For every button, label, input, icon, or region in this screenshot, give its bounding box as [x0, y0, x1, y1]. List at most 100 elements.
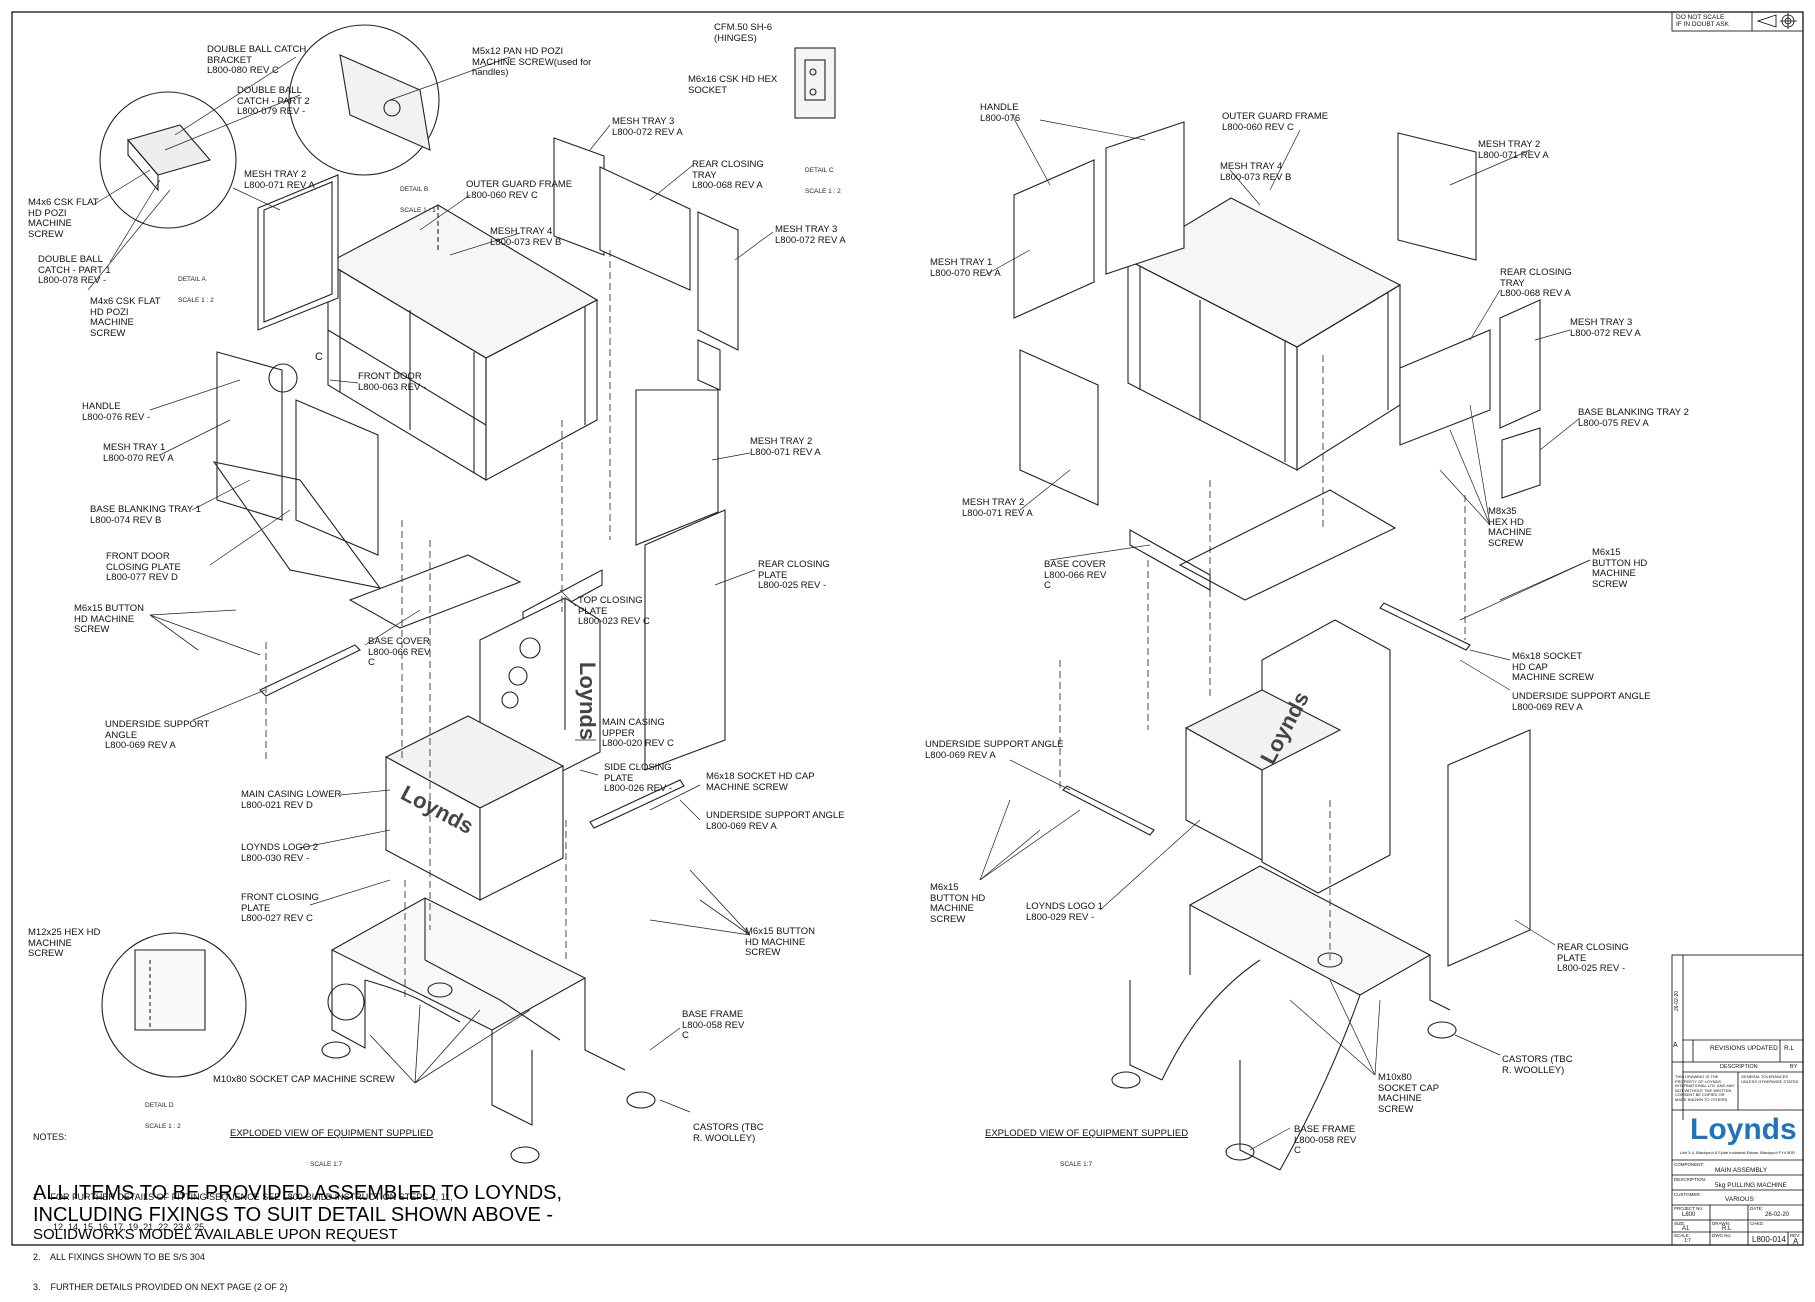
callout-line: FRONT DOOR — [106, 551, 170, 562]
callout-line: MACHINE — [28, 937, 72, 949]
rev-letter: A — [1673, 1042, 1678, 1049]
callout-line: L800-074 REV B — [90, 514, 162, 526]
description-header: DESCRIPTION — [1720, 1064, 1758, 1070]
callout-line: L800-072 REV A — [775, 234, 846, 246]
callout-line: SCREW — [28, 948, 64, 959]
callout-line: L800-078 REV - — [38, 275, 107, 286]
callout-line: L800-071 REV A — [750, 446, 821, 458]
callout-line: M4x6 CSK FLAT — [90, 296, 161, 307]
callout-cfm-hinges: CFM.50 SH-6(HINGES) — [714, 22, 772, 44]
detail-c-caption: DETAIL C SCALE 1 : 2 — [805, 153, 841, 202]
callout-line: CLOSING PLATE — [106, 561, 181, 573]
callout-line: L800-071 REV A — [244, 179, 315, 191]
note-item: 12, 14, 15, 16, 17, 19, 21, 22, 23 & 25 — [33, 1222, 205, 1232]
callout-line: ANGLE — [105, 729, 138, 741]
callout-line: SCREW — [90, 327, 126, 339]
callout-line: L800-073 REV B — [490, 236, 562, 248]
callout-line: L800-069 REV A — [105, 740, 176, 751]
callout-line: L800-075 REV A — [1578, 417, 1649, 429]
callout-line: M6x15 — [930, 882, 959, 893]
callout-line: MESH TRAY 4 — [490, 226, 553, 237]
left-view-scale: SCALE 1:7 — [310, 1160, 343, 1168]
callout-line: M10x80 SOCKET CAP MACHINE SCREW — [213, 1074, 395, 1085]
callout-line: L800-069 REV A — [1512, 701, 1583, 713]
detail-d-scale: SCALE 1 : 2 — [145, 1123, 181, 1130]
left-exploded-view — [87, 24, 836, 1164]
detail-d-caption: DETAIL D SCALE 1 : 2 — [145, 1088, 181, 1137]
callout-line: MESH TRAY 1 — [103, 442, 166, 453]
detail-a-caption: DETAIL A SCALE 1 : 2 — [178, 262, 214, 311]
detail-b-caption: DETAIL B SCALE 1 : 1 — [400, 172, 436, 221]
right-view-title: EXPLODED VIEW OF EQUIPMENT SUPPLIED — [985, 1128, 1189, 1139]
callout-line: HD MACHINE — [745, 936, 806, 948]
callout-line: HEX HD — [1488, 516, 1524, 528]
callout-line: DOUBLE BALL CATCH — [207, 44, 307, 55]
callout-line: MACHINE — [930, 903, 974, 914]
callout-line: BRACKET — [207, 54, 252, 66]
callout-line: L800-072 REV A — [612, 126, 683, 138]
callout-line: C — [368, 657, 375, 668]
drawn-value: R.L — [1722, 1226, 1732, 1232]
left-view-title-block: EXPLODED VIEW OF EQUIPMENT SUPPLIED SCAL… — [230, 1108, 433, 1178]
callout-line: L800-026 REV - — [604, 783, 673, 794]
callout-line: M4x6 CSK FLAT — [28, 197, 99, 208]
size-value: A1 — [1682, 1226, 1690, 1232]
callout-line: HANDLE — [82, 401, 121, 412]
customer-label: CUSTOMER: — [1674, 1192, 1701, 1197]
callout-line: MESH TRAY 3 — [775, 224, 838, 235]
callout-line: L800-076 — [980, 112, 1021, 124]
callout-line: TOP CLOSING — [578, 595, 643, 606]
callout-line: PLATE — [578, 605, 608, 617]
copyright-notice: THIS DRAWING IS THE PROPERTY OF LOYNDS I… — [1675, 1074, 1735, 1102]
do-not-scale-line1: DO NOT SCALE — [1676, 14, 1725, 21]
callout-line: TRAY — [1500, 277, 1525, 289]
dwg-value: L800-014 — [1752, 1235, 1786, 1244]
description-value: 5kg PULLING MACHINE — [1715, 1182, 1787, 1189]
callout-line: L800-060 REV C — [466, 189, 538, 201]
callout-line: L800-068 REV A — [1500, 288, 1571, 299]
callout-line: MESH TRAY 3 — [1570, 317, 1633, 328]
callout-line: SCREW — [1378, 1103, 1414, 1115]
callout-line: SCREW — [1488, 537, 1524, 549]
callout-line: SCREW — [1592, 578, 1628, 590]
callout-line: SOCKET CAP — [1378, 1082, 1440, 1094]
callout-line: L800-070 REV A — [103, 452, 174, 464]
date-value: 26-02-20 — [1765, 1212, 1790, 1218]
callout-line: M5x12 PAN HD POZI — [472, 46, 564, 57]
company-logo: Loynds — [1690, 1113, 1797, 1146]
callout-line: BASE FRAME — [1294, 1124, 1356, 1135]
note-item: 2. ALL FIXINGS SHOWN TO BE S/S 304 — [33, 1252, 205, 1262]
callout-line: BUTTON HD — [1592, 557, 1648, 569]
detail-c-marker: C — [315, 351, 323, 363]
callout-line: L800-072 REV A — [1570, 327, 1641, 339]
callout-line: HANDLE — [980, 102, 1019, 113]
callout-line: L800-029 REV - — [1026, 911, 1095, 923]
right-exploded-view — [979, 114, 1591, 1171]
component-value: MAIN ASSEMBLY — [1715, 1167, 1768, 1174]
callout-line: L800-080 REV C — [207, 65, 279, 76]
callout-line: MACHINE — [90, 317, 134, 328]
by-header: BY — [1790, 1064, 1798, 1070]
assembly-note-line1: ALL ITEMS TO BE PROVIDED ASSEMBLED TO LO… — [33, 1182, 563, 1204]
callout-line: REAR CLOSING — [758, 559, 830, 570]
scale-value: 1:7 — [1684, 1238, 1691, 1244]
